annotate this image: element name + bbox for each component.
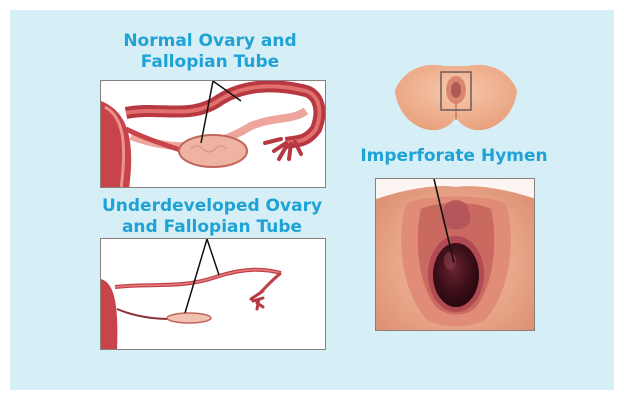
underdeveloped-ovary-title: Underdeveloped Ovary and Fallopian Tube [92,196,332,238]
underdeveloped-ovary-illustration [101,239,326,350]
under-title-line2: and Fallopian Tube [92,217,332,238]
underdeveloped-ovary [167,313,211,323]
underdeveloped-ovary-panel [100,238,326,350]
normal-title-line2: Fallopian Tube [100,52,320,73]
imperforate-hymen-illustration [376,179,535,331]
normal-ovary-illustration [101,81,326,188]
normal-ovary-title: Normal Ovary and Fallopian Tube [100,31,320,73]
under-title-line1: Underdeveloped Ovary [92,196,332,217]
imperforate-hymen-title: Imperforate Hymen [353,146,555,167]
hymen-overview-image [395,60,517,138]
normal-title-line1: Normal Ovary and [100,31,320,52]
bulging-hymen [433,243,479,307]
normal-ovary-panel [100,80,326,188]
hymen-title-text: Imperforate Hymen [353,146,555,167]
uterus-shape-small [101,279,117,350]
imperforate-hymen-panel [375,178,535,331]
